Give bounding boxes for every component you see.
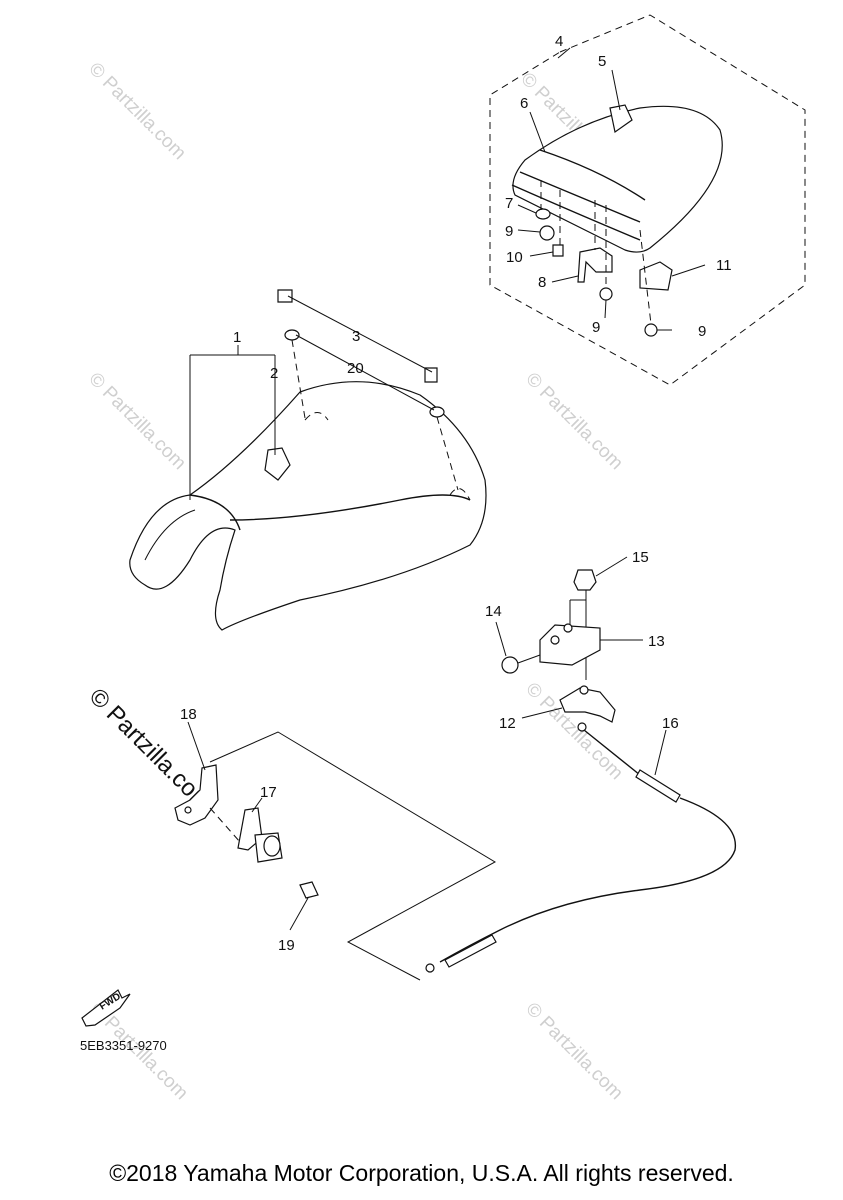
callout-16: 16 bbox=[662, 715, 679, 732]
watermark-4: © Partzilla.com bbox=[521, 369, 626, 474]
seat-lock-group bbox=[495, 556, 643, 723]
rider-seat-group bbox=[129, 289, 487, 631]
key-lock-group bbox=[174, 721, 497, 981]
callout-11: 11 bbox=[716, 257, 732, 274]
callout-18: 18 bbox=[180, 706, 197, 723]
callout-3: 3 bbox=[352, 328, 360, 345]
callouts: 1 2 3 4 5 6 7 8 9 9 9 10 11 12 13 14 15 … bbox=[180, 33, 732, 954]
callout-9a: 9 bbox=[505, 223, 513, 240]
callout-10: 10 bbox=[506, 249, 523, 266]
callout-14: 14 bbox=[485, 603, 502, 620]
callout-20: 20 bbox=[347, 360, 364, 377]
diagram-code: 5EB3351-9270 bbox=[80, 1038, 167, 1053]
watermark-1: © Partzilla.com bbox=[84, 59, 189, 164]
callout-13: 13 bbox=[648, 633, 665, 650]
callout-1: 1 bbox=[233, 329, 241, 346]
seat-lock-cable bbox=[425, 722, 737, 973]
copyright-notice: ©2018 Yamaha Motor Corporation, U.S.A. A… bbox=[109, 1160, 734, 1186]
callout-2: 2 bbox=[270, 365, 278, 382]
passenger-seat-group bbox=[489, 14, 806, 386]
callout-7: 7 bbox=[505, 195, 513, 212]
callout-8: 8 bbox=[538, 274, 546, 291]
callout-6: 6 bbox=[520, 95, 528, 112]
callout-4: 4 bbox=[555, 33, 563, 50]
callout-12: 12 bbox=[499, 715, 516, 732]
callout-17: 17 bbox=[260, 784, 277, 801]
watermark-3: © Partzilla.com bbox=[84, 369, 189, 474]
watermark-7: © Partzilla.com bbox=[521, 999, 626, 1104]
callout-15: 15 bbox=[632, 549, 649, 566]
callout-9b: 9 bbox=[592, 319, 600, 336]
callout-9c: 9 bbox=[698, 323, 706, 340]
callout-5: 5 bbox=[598, 53, 606, 70]
callout-19: 19 bbox=[278, 937, 295, 954]
